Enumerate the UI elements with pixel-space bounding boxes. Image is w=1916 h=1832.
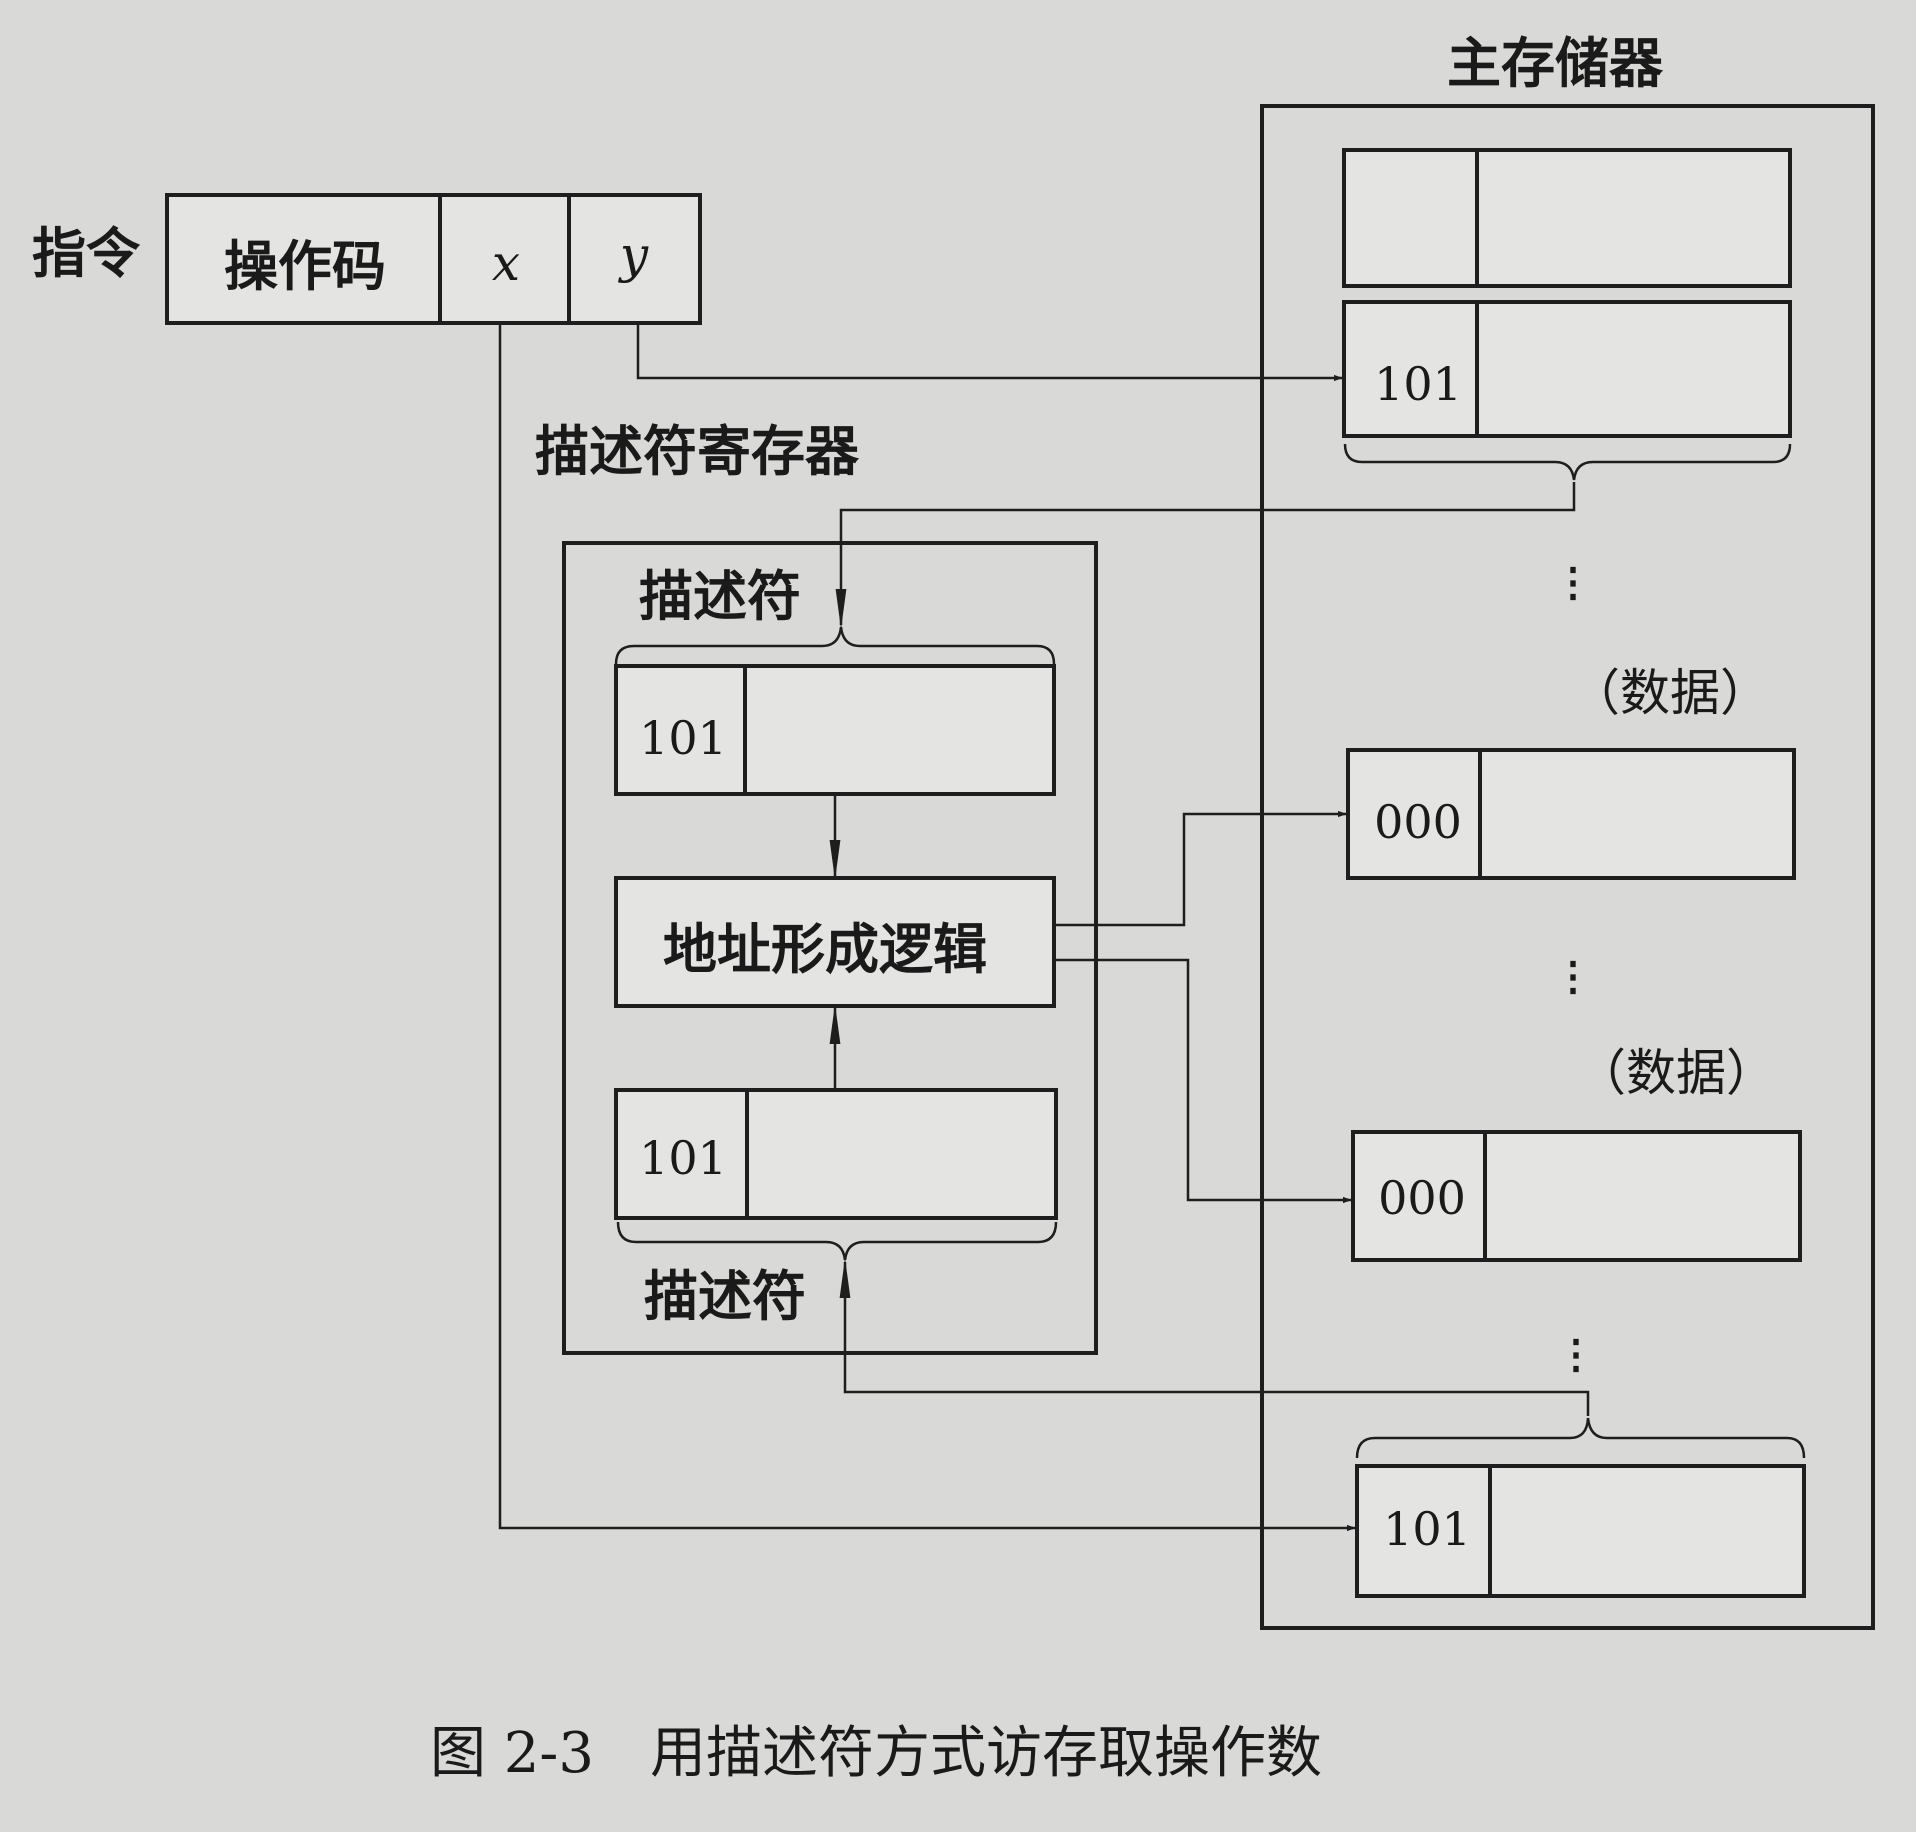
address-formation-logic: 地址形成逻辑: [614, 876, 1056, 1008]
instruction-format: 操作码 x y: [165, 193, 702, 325]
memory-cell-descriptor-1: 101: [1342, 300, 1792, 438]
top-descriptor-label: 描述符: [639, 564, 801, 628]
x-field: x: [492, 234, 520, 292]
y-pointer-arrow: [636, 323, 1343, 382]
main-memory-frame: [1260, 104, 1875, 1630]
memory-cell: [1342, 148, 1792, 288]
svg-text:101: 101: [1374, 357, 1462, 411]
opcode-field: 操作码: [224, 234, 386, 298]
memory-cell-data-1: 000: [1346, 748, 1796, 880]
memory-brace-1: [1343, 443, 1792, 481]
load-bottom-descriptor-arrow: [839, 1258, 1590, 1416]
top-descriptor-brace: [614, 626, 1056, 665]
svg-text:地址形成逻辑: 地址形成逻辑: [663, 917, 987, 981]
memory-brace-2: [1355, 1417, 1806, 1459]
svg-text:101: 101: [639, 1131, 727, 1185]
svg-text:101: 101: [1383, 1502, 1471, 1556]
bottom-descriptor-brace: [616, 1221, 1058, 1261]
instruction-box: [165, 193, 702, 325]
ellipsis: ⋮: [1556, 1331, 1596, 1378]
data-label-1: （数据）: [1570, 664, 1770, 722]
y-field: y: [618, 226, 649, 284]
svg-text:000: 000: [1378, 1171, 1466, 1225]
bottom-descriptor-label: 描述符: [644, 1264, 806, 1328]
bottom-descriptor: 101: [614, 1088, 1058, 1220]
load-top-descriptor-arrow: [835, 482, 1576, 629]
data-label-2: （数据）: [1576, 1044, 1776, 1102]
svg-text:000: 000: [1374, 795, 1462, 849]
ellipsis: ⋮: [1553, 559, 1593, 606]
ellipsis: ⋮: [1553, 953, 1593, 1000]
descriptor-register-title: 描述符寄存器: [535, 419, 860, 483]
svg-text:101: 101: [639, 711, 727, 765]
memory-cell-descriptor-2: 101: [1355, 1464, 1806, 1598]
figure-caption: 图 2-3 用描述符方式访存取操作数: [430, 1721, 1322, 1786]
logic-to-data-1-arrow: [1054, 810, 1347, 927]
logic-to-data-2-arrow: [1054, 958, 1352, 1204]
memory-cell-data-2: 000: [1351, 1130, 1802, 1262]
top-descriptor: 101: [614, 664, 1056, 796]
x-pointer-arrow: [498, 323, 1356, 1532]
descriptor-register-frame: [562, 541, 1098, 1355]
main-memory-title: 主存储器: [1447, 31, 1664, 95]
instruction-label: 指令: [32, 221, 141, 285]
